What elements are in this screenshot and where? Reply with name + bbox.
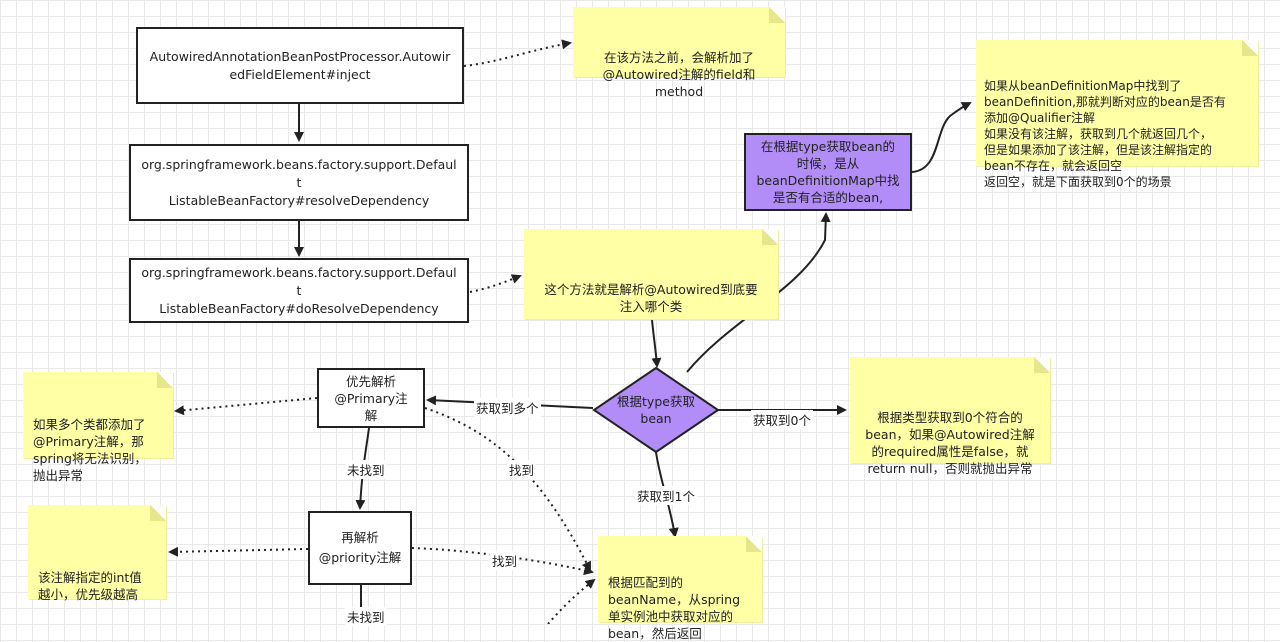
edge-note-to-diamond: [651, 319, 662, 368]
inject-box[interactable]: AutowiredAnnotationBeanPostProcessor.Aut…: [136, 27, 464, 104]
note-fold-icon: [746, 536, 762, 552]
note-fold-icon: [762, 229, 778, 245]
priority-box[interactable]: 再解析 @priority注解: [308, 511, 412, 585]
edge-doresolve-note: [469, 274, 522, 293]
resolve-dependency-box[interactable]: org.springframework.beans.factory.suppor…: [129, 144, 469, 221]
edge-label-not-found-1: 未找到: [345, 460, 387, 479]
note-return-bean: 根据匹配到的 beanName，从spring 单实例池中获取对应的 bean，…: [598, 536, 762, 641]
note-bean-definition-map-text: 如果从beanDefinitionMap中找到了 beanDefinition,…: [984, 79, 1226, 189]
note-priority-value: 该注解指定的int值 越小，优先级越高: [28, 505, 166, 602]
find-by-type-box[interactable]: 在根据type获取bean的 时候，是从 beanDefinitionMap中找…: [744, 133, 912, 211]
edge-label-not-found-2: 未找到: [345, 607, 387, 626]
note-fold-icon: [769, 7, 785, 23]
note-multiple-primary: 如果多个类都添加了 @Primary注解，那 spring将无法识别， 抛出异常: [23, 372, 173, 483]
note-method-purpose-text: 这个方法就是解析@Autowired到底要 注入哪个类: [544, 282, 758, 314]
note-fold-icon: [150, 505, 166, 521]
note-multiple-primary-text: 如果多个类都添加了 @Primary注解，那 spring将无法识别， 抛出异常: [33, 417, 147, 483]
note-before-method-text: 在该方法之前，会解析加了 @Autowired注解的field和 method: [602, 50, 756, 99]
note-fold-icon: [1242, 40, 1258, 56]
edge-purple-to-note: [911, 102, 972, 173]
edge-label-found-1: 找到: [507, 460, 537, 479]
do-resolve-dependency-box[interactable]: org.springframework.beans.factory.suppor…: [129, 258, 469, 323]
note-fold-icon: [157, 372, 173, 388]
edge-bottom-to-return: [547, 578, 596, 624]
edge-label-one: 获取到1个: [635, 486, 697, 505]
edge-label-found-2: 找到: [490, 551, 520, 570]
edge-label-zero: 获取到0个: [751, 410, 813, 429]
note-zero-found-text: 根据类型获取到0个符合的 bean，如果@Autowired注解 的requir…: [865, 410, 1035, 476]
note-fold-icon: [1034, 357, 1050, 373]
edge-primary-found: [424, 407, 591, 572]
note-zero-found: 根据类型获取到0个符合的 bean，如果@Autowired注解 的requir…: [850, 357, 1050, 476]
note-method-purpose: 这个方法就是解析@Autowired到底要 注入哪个类: [524, 229, 778, 319]
edge-primary-to-note: [174, 397, 318, 416]
edge-inject-note: [463, 39, 572, 67]
decision-label[interactable]: 根据type获取 bean: [617, 394, 695, 426]
primary-box[interactable]: 优先解析 @Primary注 解: [317, 368, 425, 428]
note-before-method: 在该方法之前，会解析加了 @Autowired注解的field和 method: [573, 7, 785, 99]
edge-label-multiple: 获取到多个: [474, 398, 541, 417]
edge-priority-to-note: [168, 546, 309, 557]
note-priority-value-text: 该注解指定的int值 越小，优先级越高: [38, 570, 142, 602]
note-bean-definition-map: 如果从beanDefinitionMap中找到了 beanDefinition,…: [976, 40, 1258, 189]
note-return-bean-text: 根据匹配到的 beanName，从spring 单实例池中获取对应的 bean，…: [608, 575, 741, 641]
